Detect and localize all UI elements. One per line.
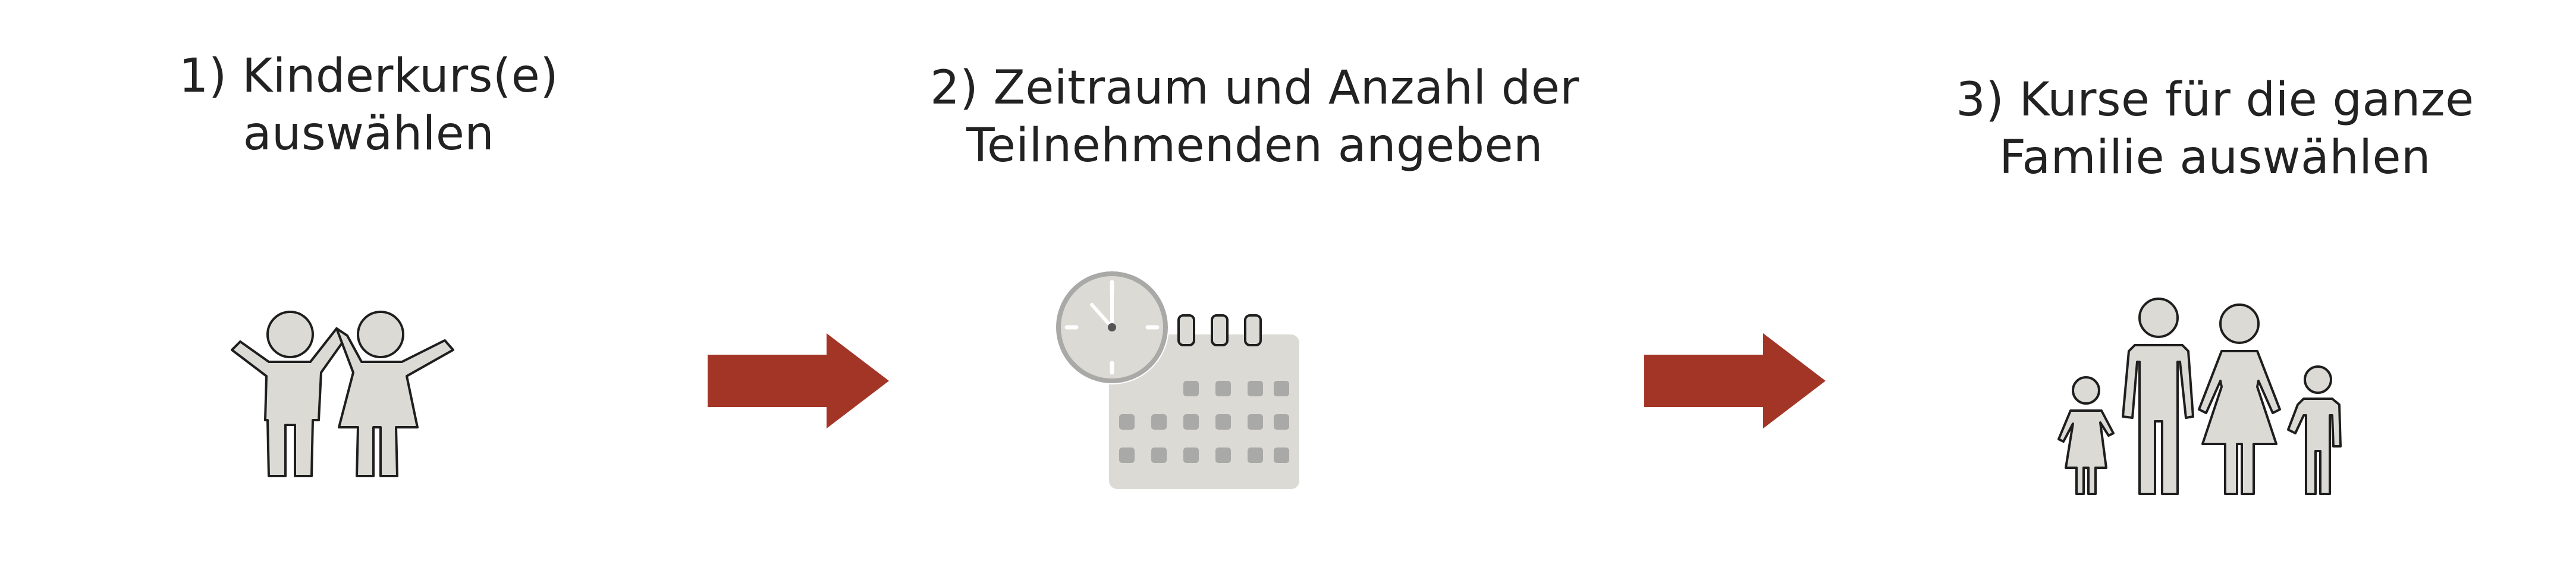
children-icon [231,311,454,477]
step-3-title-line-2: Familie auswählen [1999,131,2431,184]
step-1-title-line-1: 1) Kinderkurs(e) [178,49,559,103]
step-2-title-line-1: 2) Zeitraum und Anzahl der [930,61,1579,115]
step-1-title-line-2: auswählen [243,107,495,161]
arrow-right-icon [1644,333,1826,428]
step-2-title: 2) Zeitraum und Anzahl der Teilnehmenden… [833,60,1677,175]
family-icon [2057,298,2342,495]
step-1-title: 1) Kinderkurs(e) auswählen [125,48,612,163]
arrow-right-icon [708,333,889,428]
step-3-title-line-1: 3) Kurse für die ganze [1956,73,2474,127]
step-2-title-line-2: Teilnehmenden angeben [966,119,1543,173]
calendar-clock-icon [1055,270,1299,489]
step-3-title: 3) Kurse für die ganze Familie auswählen [1879,71,2551,187]
